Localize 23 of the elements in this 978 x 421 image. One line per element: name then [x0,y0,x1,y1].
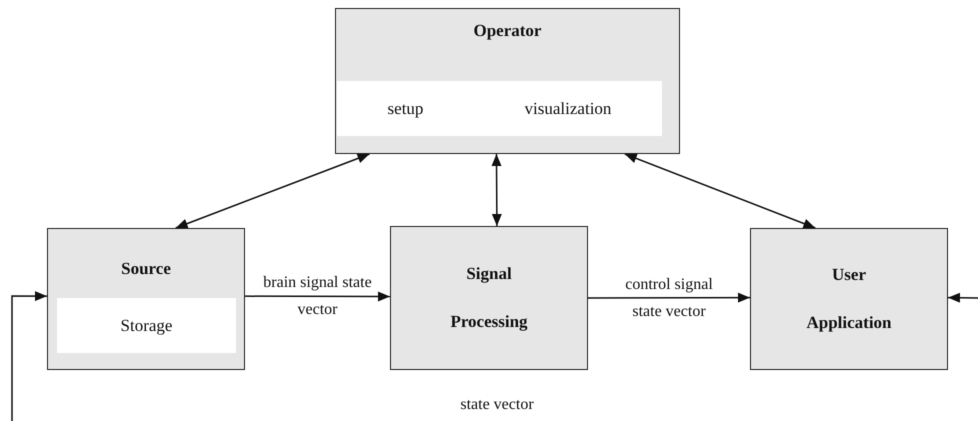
box-title: Source [121,258,171,280]
signal-label: state vector [460,396,534,414]
edge-label: control signal state vector [624,274,714,322]
process-box [335,8,680,154]
inner-panel [57,298,236,353]
arrow [948,292,978,303]
arrow [492,154,502,226]
box-title: Signal Processing [449,263,529,333]
process-box [390,226,588,370]
box-title: Operator [474,20,542,42]
edge-label: brain signal state vector [262,273,373,320]
arrow [11,291,47,421]
panel-text: setup [388,98,424,118]
process-box [47,228,245,370]
arrow [588,292,750,303]
inner-panel [337,81,662,136]
arrow [245,292,390,302]
arrow [624,153,816,229]
process-box [750,228,948,370]
panel-text: visualization [524,98,612,118]
arrow [175,153,370,229]
panel-text: Storage [120,316,172,336]
box-title: User Application [805,264,893,334]
